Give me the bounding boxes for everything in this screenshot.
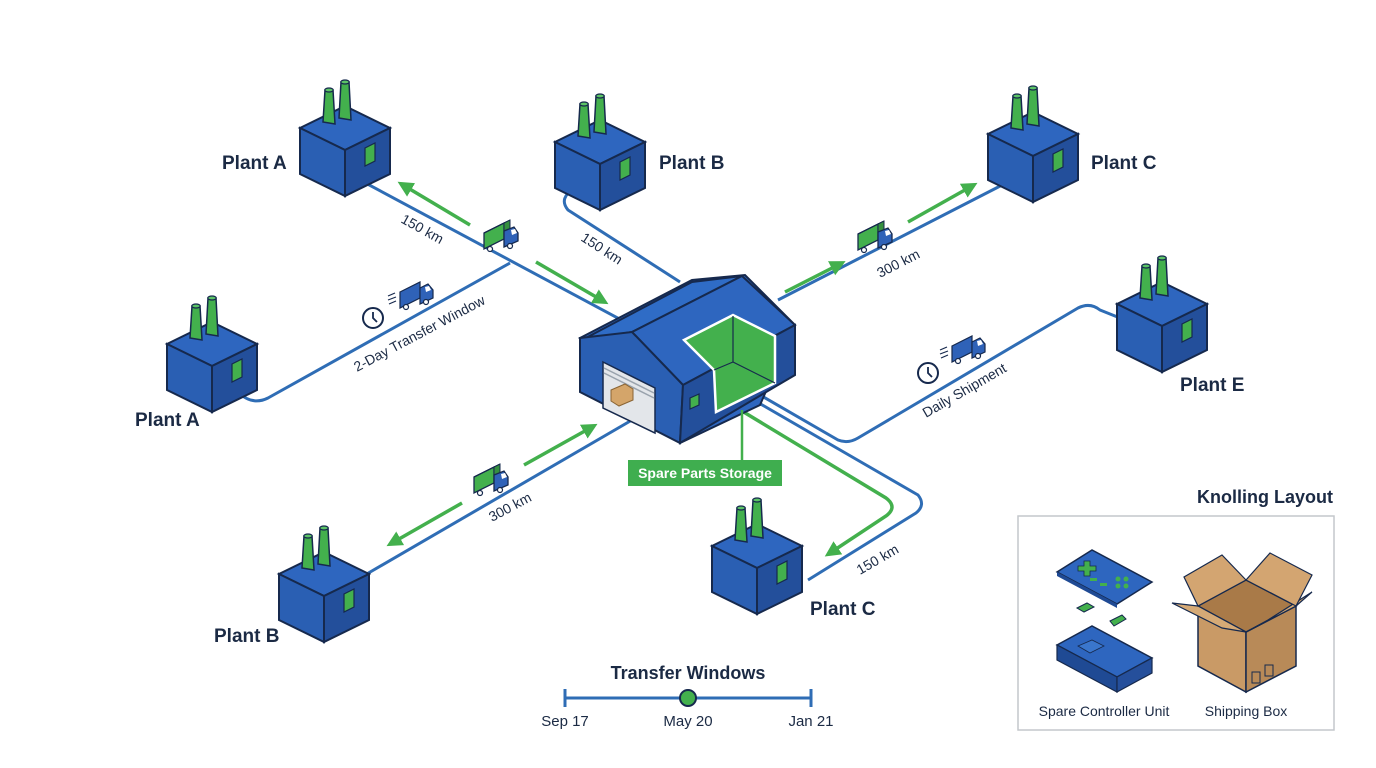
- plant-label: Plant A: [222, 153, 287, 174]
- truck-icon: [857, 220, 893, 254]
- factory-icon: [711, 497, 803, 615]
- factory-icon: [299, 79, 391, 197]
- factory-icon: [554, 93, 646, 211]
- factory-icon: [987, 85, 1079, 203]
- knolling-title: Knolling Layout: [1197, 487, 1333, 507]
- timeline-marker-label: May 20: [663, 713, 712, 730]
- distance-label: 300 km: [874, 246, 922, 281]
- truck-icon: [939, 335, 986, 365]
- route-plant-e: [759, 303, 1121, 444]
- truck-icon: [483, 219, 519, 253]
- timeline-end: Jan 21: [788, 713, 833, 730]
- knolling-item-label: Shipping Box: [1205, 703, 1288, 719]
- controller-icon: [1055, 549, 1154, 694]
- plant-label: Plant A: [135, 410, 200, 431]
- plant-label: Plant C: [1091, 153, 1157, 174]
- route-plant-c-top: [777, 180, 1009, 302]
- route-plant-b-bottom: [364, 418, 633, 577]
- distance-label: 300 km: [486, 489, 534, 525]
- factory-icon: [1116, 255, 1208, 373]
- timeline-start: Sep 17: [541, 713, 589, 730]
- knolling-panel: Knolling Layout: [1017, 487, 1335, 731]
- transfer-windows-timeline: Transfer Windows Sep 17 May 20 Jan 21: [541, 663, 833, 730]
- clock-icon: [917, 362, 939, 384]
- shipping-box-icon: [1171, 552, 1313, 694]
- distance-label: 150 km: [399, 211, 447, 247]
- timeline-marker[interactable]: [679, 689, 697, 707]
- knolling-item-label: Spare Controller Unit: [1039, 703, 1170, 719]
- warehouse-hub: [577, 273, 797, 462]
- plant-label: Plant E: [1180, 375, 1244, 396]
- factory-icon: [166, 295, 258, 413]
- clock-icon: [362, 307, 384, 329]
- plant-label: Plant B: [214, 626, 279, 647]
- route-plant-a-top: [344, 170, 669, 347]
- distance-label: 150 km: [578, 229, 625, 267]
- route-plant-a-left: [236, 261, 511, 403]
- plant-label: Plant B: [659, 153, 724, 174]
- plant-label: Plant C: [810, 599, 876, 620]
- route-plant-c-bottom: [731, 393, 923, 582]
- truck-icon: [387, 281, 434, 311]
- truck-icon: [473, 463, 509, 497]
- timeline-title: Transfer Windows: [611, 663, 766, 683]
- hub-label-bg: [628, 460, 782, 486]
- factory-icon: [278, 525, 370, 643]
- hub-label: Spare Parts Storage: [638, 465, 772, 481]
